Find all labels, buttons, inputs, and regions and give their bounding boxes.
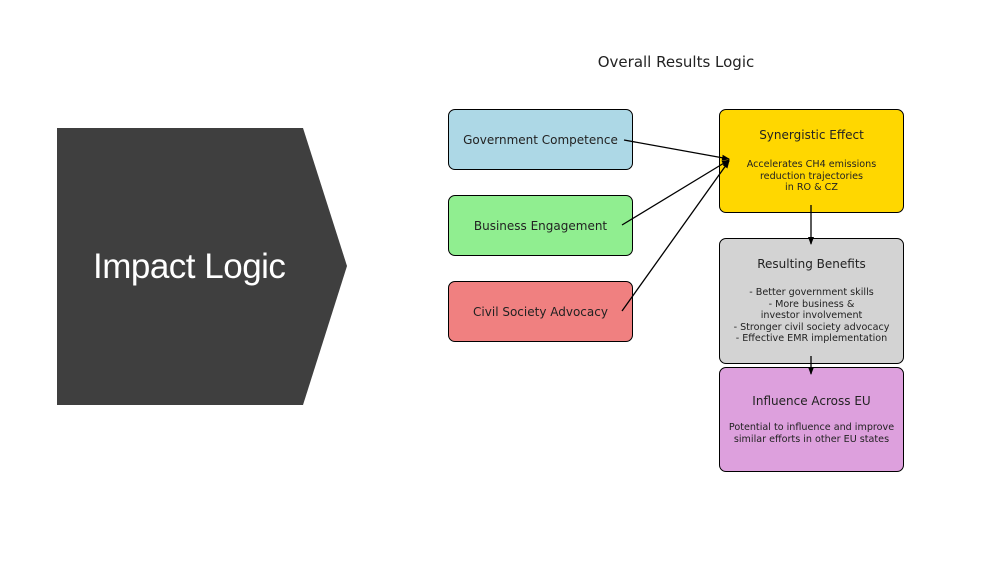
synergistic-effect-detail: Accelerates CH4 emissions reduction traj… xyxy=(746,159,877,194)
government-competence-label: Government Competence xyxy=(463,132,618,147)
impact-logic-chevron: Impact Logic xyxy=(57,128,347,405)
resulting-benefits-detail: - Better government skills - More busine… xyxy=(733,287,890,345)
resulting-benefits-box: Resulting Benefits - Better government s… xyxy=(719,238,904,364)
synergistic-effect-box: Synergistic Effect Accelerates CH4 emiss… xyxy=(719,109,904,213)
arrow-business-to-synergy xyxy=(621,159,730,226)
civil-society-advocacy-label: Civil Society Advocacy xyxy=(473,304,608,319)
arrow-civil-society-to-synergy xyxy=(621,160,730,312)
impact-logic-title: Impact Logic xyxy=(93,246,286,286)
civil-society-advocacy-box: Civil Society Advocacy xyxy=(448,281,633,342)
influence-across-eu-detail: Potential to influence and improve simil… xyxy=(728,422,895,445)
arrow-government-to-synergy xyxy=(623,139,730,161)
synergistic-effect-title: Synergistic Effect xyxy=(759,128,864,143)
business-engagement-label: Business Engagement xyxy=(473,218,608,233)
business-engagement-box: Business Engagement xyxy=(448,195,633,256)
diagram-title: Overall Results Logic xyxy=(597,53,755,71)
influence-across-eu-box: Influence Across EU Potential to influen… xyxy=(719,367,904,472)
influence-across-eu-title: Influence Across EU xyxy=(752,394,871,408)
resulting-benefits-title: Resulting Benefits xyxy=(757,257,866,272)
government-competence-box: Government Competence xyxy=(448,109,633,170)
